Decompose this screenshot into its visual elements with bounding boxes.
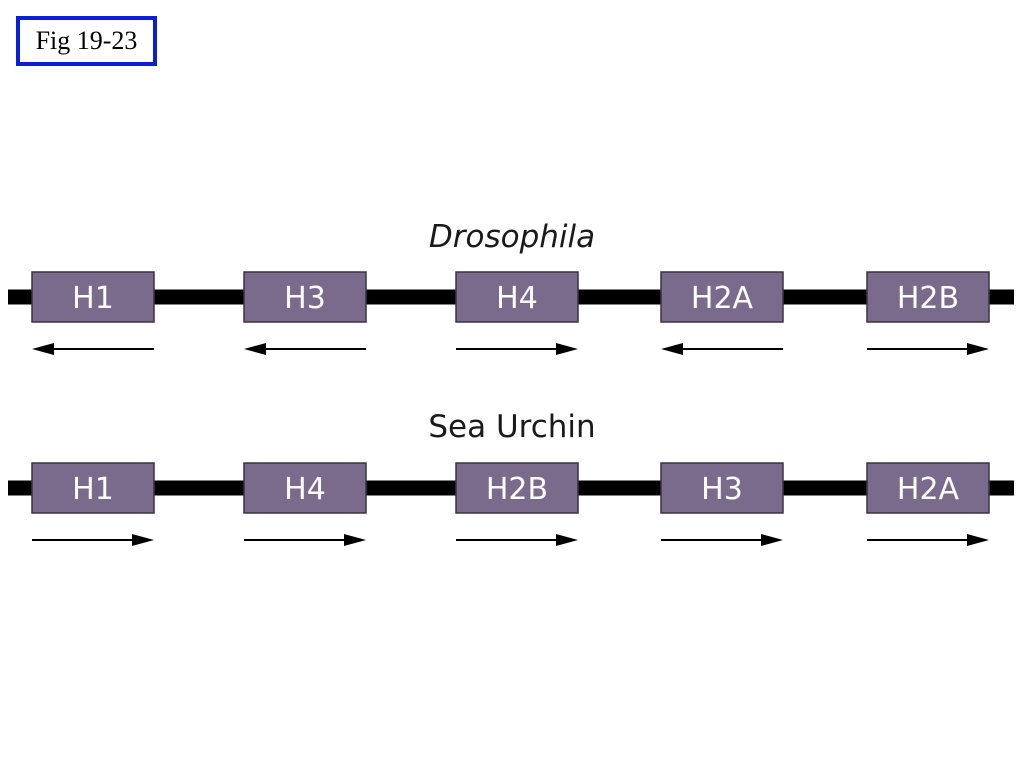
gene-label: H3 bbox=[284, 281, 326, 316]
gene-box-h4 bbox=[455, 271, 579, 323]
arrow-right-icon bbox=[32, 534, 154, 546]
arrow-right-icon bbox=[456, 343, 578, 355]
gene-box-h3 bbox=[660, 462, 784, 514]
arrow-head bbox=[132, 534, 154, 546]
arrow-head bbox=[32, 343, 54, 355]
gene-box-h2a bbox=[866, 462, 990, 514]
arrow-head bbox=[661, 343, 683, 355]
arrow-right-icon bbox=[867, 534, 989, 546]
organism-title: Drosophila bbox=[429, 219, 595, 255]
gene-box-h2b bbox=[866, 271, 990, 323]
gene-box-h1 bbox=[31, 462, 155, 514]
drosophila-row: Drosophila H1 H3 H4 H2A H2B bbox=[8, 219, 1014, 355]
arrow-right-icon bbox=[456, 534, 578, 546]
arrow-head bbox=[244, 343, 266, 355]
sea-urchin-row: Sea Urchin H1 H4 H2B H3 H2A bbox=[8, 409, 1014, 546]
gene-label: H4 bbox=[496, 281, 538, 316]
arrow-head bbox=[556, 343, 578, 355]
arrow-head bbox=[761, 534, 783, 546]
arrow-right-icon bbox=[244, 534, 366, 546]
gene-box-h3 bbox=[243, 271, 367, 323]
arrow-left-icon bbox=[32, 343, 154, 355]
gene-label: H2A bbox=[691, 281, 754, 316]
gene-label: H3 bbox=[701, 472, 743, 507]
gene-box-h2a bbox=[660, 271, 784, 323]
arrow-head bbox=[967, 343, 989, 355]
gene-label: H4 bbox=[284, 472, 326, 507]
gene-box-h1 bbox=[31, 271, 155, 323]
gene-box-h2b bbox=[455, 462, 579, 514]
gene-label: H1 bbox=[72, 281, 114, 316]
gene-label: H2B bbox=[897, 281, 959, 316]
gene-box-h4 bbox=[243, 462, 367, 514]
arrow-left-icon bbox=[661, 343, 783, 355]
arrow-right-icon bbox=[661, 534, 783, 546]
gene-label: H2B bbox=[486, 472, 548, 507]
gene-label: H2A bbox=[897, 472, 960, 507]
gene-label: H1 bbox=[72, 472, 114, 507]
arrow-right-icon bbox=[867, 343, 989, 355]
organism-title: Sea Urchin bbox=[428, 409, 595, 445]
figure-label: Fig 19-23 bbox=[16, 16, 157, 66]
arrow-head bbox=[344, 534, 366, 546]
arrow-head bbox=[556, 534, 578, 546]
arrow-head bbox=[967, 534, 989, 546]
arrow-left-icon bbox=[244, 343, 366, 355]
